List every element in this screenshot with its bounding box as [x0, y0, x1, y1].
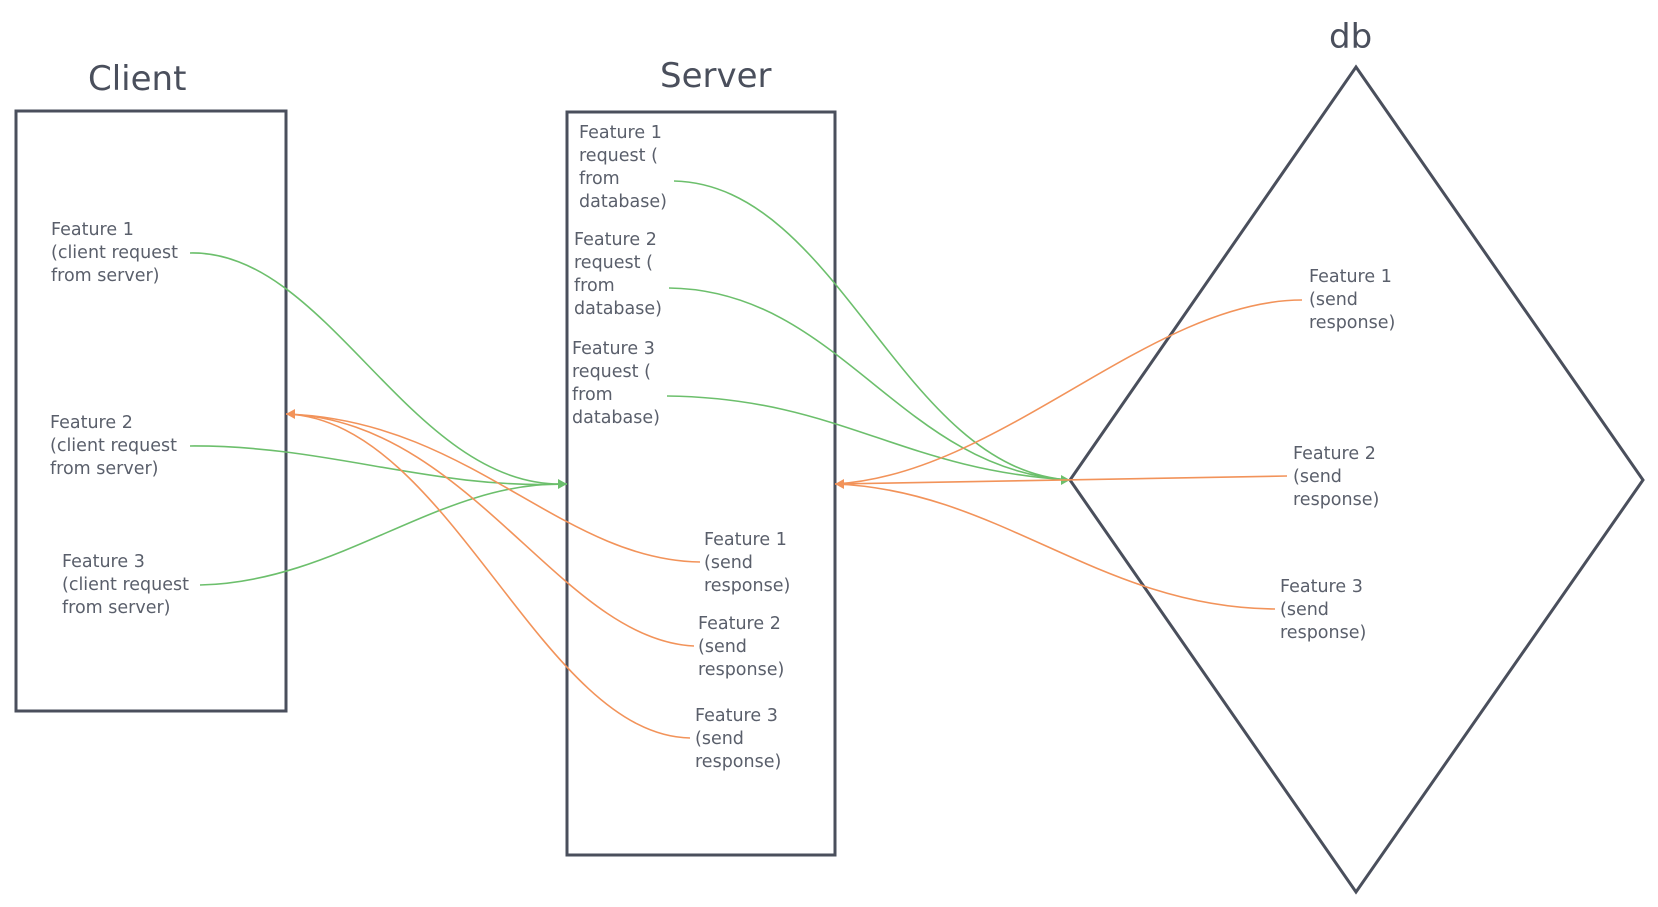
client-feature-3-label: Feature 3 (client request from server) [62, 552, 195, 618]
server-request-arrowhead [558, 479, 567, 489]
client-response-arrowhead [286, 409, 295, 419]
client-feature-1-request-line [189, 252, 568, 485]
server-feature-3-request-line [666, 395, 1071, 481]
server-title: Server [660, 56, 772, 96]
server-feature-2-request-line [668, 287, 1071, 481]
client-title: Client [88, 59, 186, 99]
server-response-2-label: Feature 2 (send response) [698, 614, 786, 680]
db-response-2-label: Feature 2 (send response) [1293, 444, 1381, 510]
client-feature-1-label: Feature 1 (client request from server) [51, 220, 184, 286]
server-feature-2-response-line [285, 413, 695, 647]
server-feature-3-response-line [285, 413, 691, 739]
db-title: db [1329, 17, 1372, 57]
server-db-request-2-label: Feature 2 request ( from database) [574, 230, 662, 319]
db-response-3-label: Feature 3 (send response) [1280, 577, 1368, 643]
db-diamond [1068, 64, 1645, 895]
client-feature-3-request-line [199, 483, 568, 586]
server-db-request-1-label: Feature 1 request ( from database) [579, 123, 667, 212]
client-feature-2-request-line [189, 445, 568, 486]
server-response-arrowhead [835, 479, 844, 489]
db-feature-1-response-line [834, 299, 1303, 485]
server-response-3-label: Feature 3 (send response) [695, 706, 783, 772]
db-feature-2-response-line [834, 475, 1288, 485]
server-db-request-3-label: Feature 3 request ( from database) [572, 339, 660, 428]
server-response-1-label: Feature 1 (send response) [704, 530, 792, 596]
server-feature-1-response-line [285, 413, 701, 563]
server-feature-1-request-line [673, 180, 1071, 481]
db-response-1-label: Feature 1 (send response) [1309, 267, 1397, 333]
client-feature-2-label: Feature 2 (client request from server) [50, 413, 183, 479]
client-box [14, 109, 288, 713]
db-feature-3-response-line [834, 483, 1276, 610]
